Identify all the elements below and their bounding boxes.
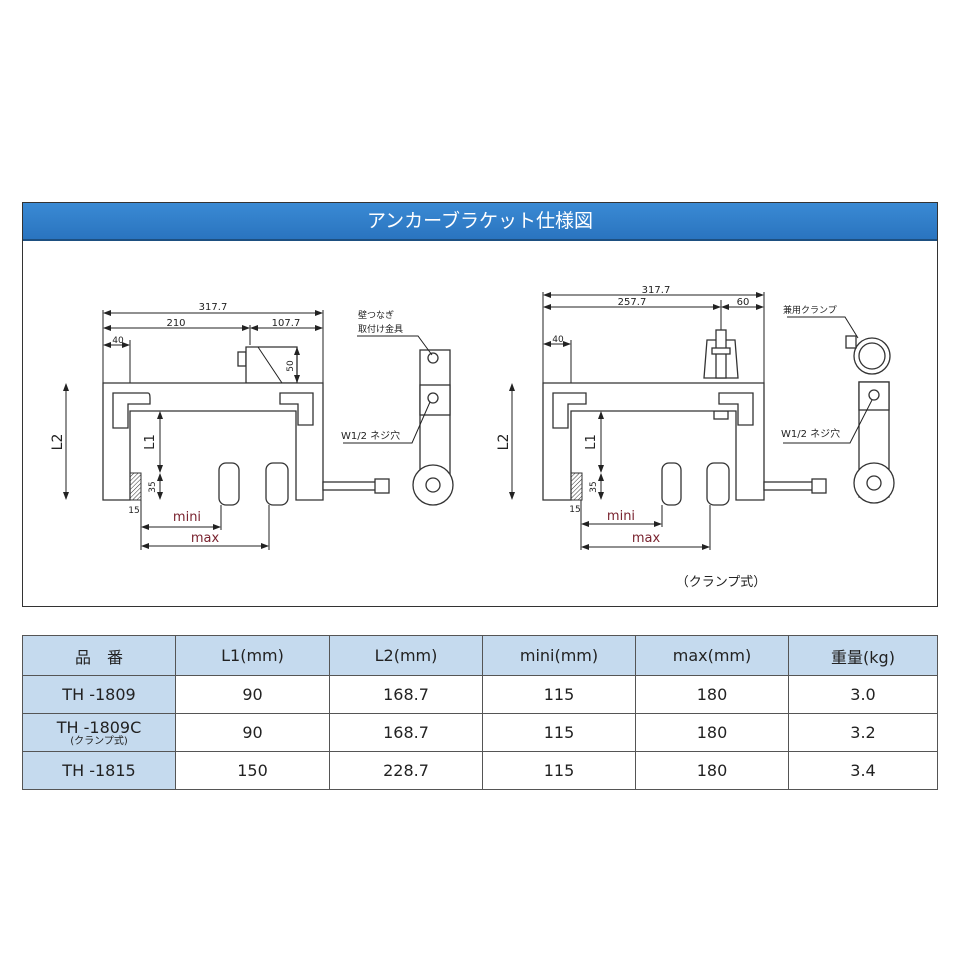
side-label-2: 取付け金具 [358, 323, 403, 335]
clamp-caption: （クランプ式） [676, 575, 767, 590]
dim-L2: L2 [50, 434, 66, 451]
header-max: max(mm) [635, 635, 789, 676]
mini-cell: 115 [482, 713, 636, 752]
dim-b: 107.7 [272, 318, 301, 329]
mini-cell: 115 [482, 751, 636, 790]
l1-cell: 150 [175, 751, 330, 790]
model-number: TH -1809 [62, 685, 136, 704]
clamp-bracket-front-view: 317.7 257.7 60 40 L2 L1 35 15 mini max （… [496, 285, 827, 590]
table-header-row: 品 番 L1(mm) L2(mm) mini(mm) max(mm) 重量(kg… [22, 635, 938, 676]
l2-cell: 228.7 [329, 751, 483, 790]
model-cell: TH -1809C(クランプ式) [22, 713, 176, 752]
side-label-1: 壁つなぎ [358, 309, 394, 321]
bracket-side-view: 壁つなぎ 取付け金具 W1/2 ネジ穴 [341, 309, 454, 506]
dim-15: 15 [128, 506, 139, 516]
clamp-bracket-side-view: 兼用クランプ W1/2 ネジ穴 [781, 304, 895, 504]
dim-35: 35 [148, 481, 158, 492]
table-row: TH -1815 150 228.7 115 180 3.4 [22, 751, 938, 790]
l1-cell: 90 [175, 713, 330, 752]
diagram-title: アンカーブラケット仕様図 [23, 203, 937, 241]
bracket-front-view: 317.7 210 107.7 40 50 L2 L1 35 15 mini m… [50, 302, 390, 550]
model-number: TH -1815 [62, 761, 136, 780]
model-subtitle: (クランプ式) [70, 735, 128, 747]
dim-L1: L1 [143, 434, 158, 450]
header-l1: L1(mm) [175, 635, 330, 676]
header-l2: L2(mm) [329, 635, 483, 676]
dim-max: max [191, 531, 220, 546]
weight-cell: 3.4 [788, 751, 938, 790]
diagram-standard: 317.7 210 107.7 40 50 L2 L1 35 15 mini m… [50, 285, 895, 590]
dim-a: 210 [166, 318, 185, 329]
dim-max: max [632, 531, 661, 546]
dim-a: 257.7 [618, 297, 647, 308]
thread-label: W1/2 ネジ穴 [341, 429, 400, 442]
header-weight: 重量(kg) [788, 635, 938, 676]
dim-total: 317.7 [199, 302, 228, 313]
mini-cell: 115 [482, 675, 636, 714]
dim-35: 35 [589, 481, 599, 492]
model-number: TH -1809C [56, 717, 142, 737]
thread-label: W1/2 ネジ穴 [781, 427, 840, 440]
dim-total: 317.7 [642, 285, 671, 296]
dim-40: 40 [552, 335, 564, 345]
l2-cell: 168.7 [329, 675, 483, 714]
dim-15: 15 [569, 505, 580, 515]
max-cell: 180 [635, 751, 789, 790]
weight-cell: 3.2 [788, 713, 938, 752]
model-cell: TH -1815 [22, 751, 176, 790]
dim-mini: mini [607, 509, 635, 524]
dim-L2: L2 [496, 434, 512, 451]
dim-50: 50 [286, 360, 296, 372]
spec-table: 品 番 L1(mm) L2(mm) mini(mm) max(mm) 重量(kg… [22, 635, 938, 790]
dim-b: 60 [737, 297, 750, 308]
max-cell: 180 [635, 713, 789, 752]
model-cell: TH -1809 [22, 675, 176, 714]
l1-cell: 90 [175, 675, 330, 714]
max-cell: 180 [635, 675, 789, 714]
dim-mini: mini [173, 510, 201, 525]
header-mini: mini(mm) [482, 635, 636, 676]
table-row: TH -1809 90 168.7 115 180 3.0 [22, 675, 938, 714]
header-model: 品 番 [22, 635, 176, 676]
l2-cell: 168.7 [329, 713, 483, 752]
clamp-label: 兼用クランプ [783, 304, 837, 316]
dim-L1: L1 [584, 434, 599, 450]
table-row: TH -1809C(クランプ式) 90 168.7 115 180 3.2 [22, 713, 938, 752]
dim-40: 40 [112, 336, 124, 346]
weight-cell: 3.0 [788, 675, 938, 714]
